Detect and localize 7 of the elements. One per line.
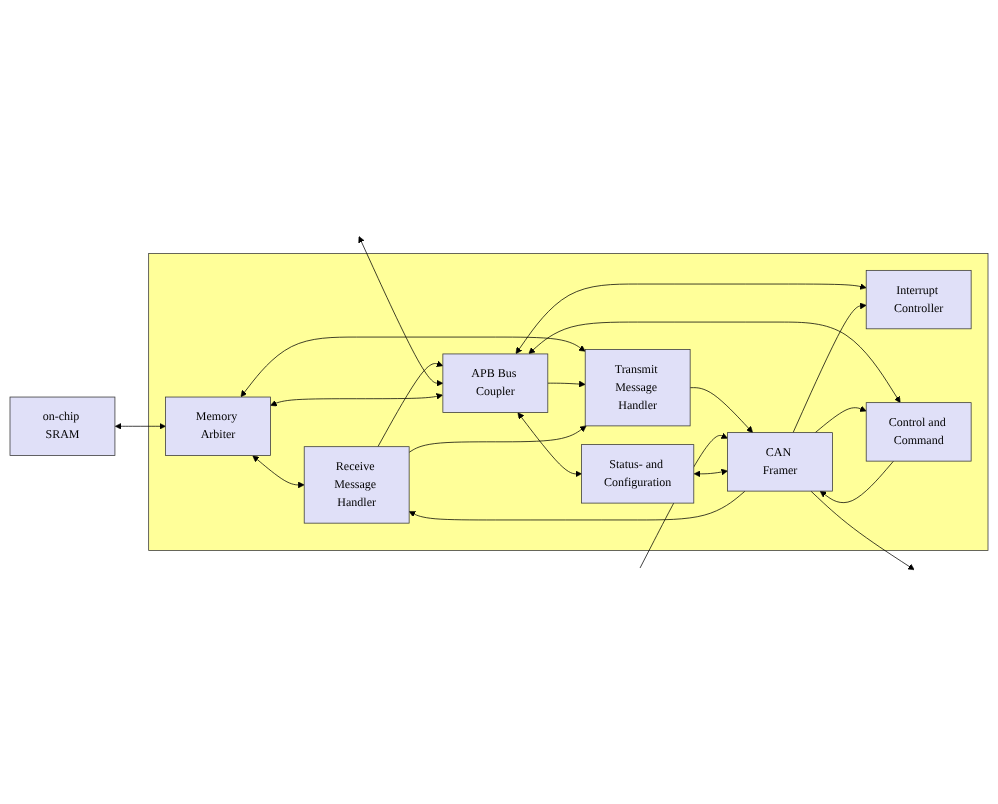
cluster bbox=[148, 253, 989, 551]
arrow bbox=[114, 422, 166, 430]
arrow bbox=[517, 412, 582, 478]
arrow bbox=[693, 468, 728, 478]
arrow bbox=[358, 236, 444, 387]
arrow bbox=[270, 393, 443, 407]
arrow bbox=[252, 455, 305, 489]
